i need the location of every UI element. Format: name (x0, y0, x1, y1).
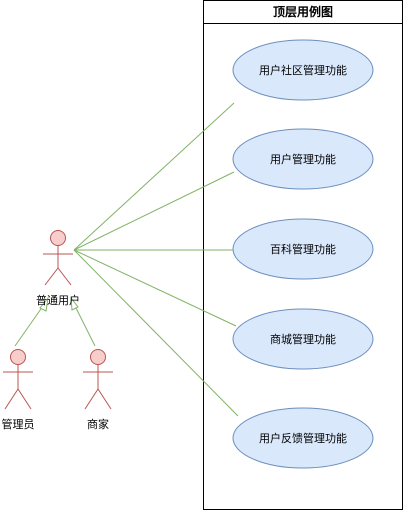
use-case-5-label: 用户反馈管理功能 (259, 431, 347, 445)
system-title: 顶层用例图 (273, 4, 333, 19)
association-uc-1 (73, 102, 235, 251)
use-case-2-label: 用户管理功能 (270, 152, 336, 166)
association-uc-4 (73, 249, 237, 327)
generalizations (14, 296, 96, 347)
actor-user (43, 230, 73, 286)
use-case-3[interactable]: 百科管理功能 (232, 218, 374, 280)
associations (73, 102, 239, 417)
generalization-admin-arrowhead (39, 296, 49, 312)
actor-merchant (83, 349, 113, 410)
generalization-merchant (74, 305, 96, 347)
actor-admin (3, 349, 33, 410)
use-case-4-label: 商城管理功能 (270, 332, 336, 346)
actor-user-head (50, 230, 66, 246)
actor-admin-head (10, 349, 26, 365)
use-case-3-label: 百科管理功能 (270, 242, 336, 256)
actor-merchant-label: 商家 (87, 417, 109, 431)
generalization-merchant-arrowhead (70, 296, 79, 311)
actor-admin-label: 管理员 (2, 417, 35, 431)
use-case-1-label: 用户社区管理功能 (259, 63, 347, 77)
use-case-2[interactable]: 用户管理功能 (232, 128, 374, 190)
actor-merchant-head (90, 349, 106, 365)
association-uc-5 (73, 249, 239, 417)
use-case-5[interactable]: 用户反馈管理功能 (232, 407, 374, 469)
association-uc-2 (73, 171, 235, 251)
actor-user-label: 普通用户 (36, 293, 80, 307)
use-case-1[interactable]: 用户社区管理功能 (232, 39, 374, 101)
generalization-admin (14, 305, 44, 347)
use-case-4[interactable]: 商城管理功能 (232, 308, 374, 370)
